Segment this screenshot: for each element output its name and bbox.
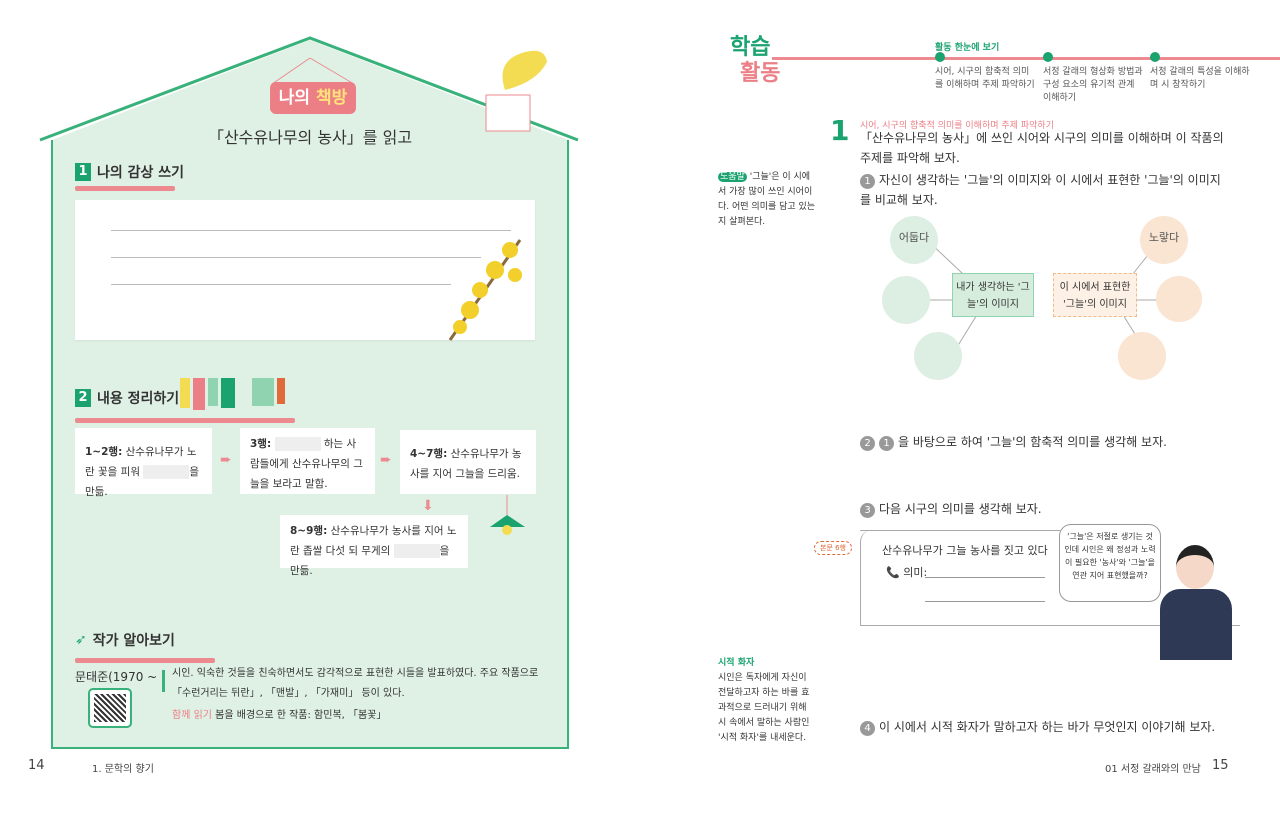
answer-line[interactable] xyxy=(925,577,1045,578)
summary-box-lines-8-9: 8~9행: 산수유나무가 농사를 지어 노란 좁쌀 다섯 되 무게의 을 만듦. xyxy=(280,515,468,577)
summary-box-lines-1-2: 1~2행: 산수유나무가 노란 꽃을 피워 을 만듦. xyxy=(75,428,212,498)
answer-blank[interactable] xyxy=(143,465,190,479)
summary-box-line-3: 3행: 하는 사람들에게 산수유나무의 그늘을 보라고 말함. xyxy=(240,428,375,494)
overview-step: 서정 갈래의 특성을 이해하며 시 창작하기 xyxy=(1150,52,1250,92)
chapter-title-left: 1. 문학의 향기 xyxy=(92,764,154,775)
right-image-bubble[interactable]: 노랗다 xyxy=(1140,216,1188,264)
summary-box-lines-4-7: 4~7행: 산수유나무가 농사를 지어 그늘을 드리움. xyxy=(400,430,536,494)
poem-image-center: 이 시에서 표현한 '그늘'의 이미지 xyxy=(1053,273,1137,317)
verse-box-top xyxy=(860,530,1060,531)
header-line xyxy=(772,57,1280,60)
question-1-text: 「산수유나무의 농사」에 쓰인 시어와 시구의 의미를 이해하며 이 작품의 주… xyxy=(860,131,1224,165)
overview-step: 시어, 시구의 함축적 의미를 이해하며 주제 파악하기 xyxy=(935,52,1035,92)
answer-blank[interactable] xyxy=(393,544,440,558)
my-image-center: 내가 생각하는 '그늘'의 이미지 xyxy=(952,273,1034,317)
author-bio: 시인. 익숙한 것들을 친숙하면서도 감각적으로 표현한 시들을 발표하였다. … xyxy=(172,668,539,699)
speech-bubble: '그늘'은 저절로 생기는 것인데 시인은 왜 정성과 노력이 필요한 '농사'… xyxy=(1059,524,1161,602)
student-photo xyxy=(1160,545,1232,660)
verse-line-tag: 본문 6행 xyxy=(814,541,852,555)
right-image-bubble-empty[interactable] xyxy=(1156,276,1202,322)
overview-label: 활동 한눈에 보기 xyxy=(935,43,1000,53)
lamp-illustration xyxy=(490,495,525,535)
verse-box xyxy=(860,530,1240,626)
right-image-bubble-empty[interactable] xyxy=(1118,332,1166,380)
meaning-label: 📞 의미: xyxy=(886,566,928,579)
answer-blank[interactable] xyxy=(274,437,321,451)
help-note: 도움말 '그늘'은 이 시에서 가장 많이 쓰인 시어이다. 어떤 의미를 담고… xyxy=(718,172,816,227)
left-image-bubble[interactable]: 어둡다 xyxy=(890,216,938,264)
question-number: 1 xyxy=(830,114,850,147)
cornus-flower-illustration xyxy=(448,239,522,341)
my-bookstore-sign: 나의 책방 xyxy=(270,82,356,114)
author-header: ➶작가 알아보기 xyxy=(75,630,215,663)
books-illustration xyxy=(180,378,285,410)
page-number-right: 15 xyxy=(1212,758,1229,773)
divider xyxy=(162,670,165,692)
answer-line[interactable] xyxy=(925,601,1045,602)
page-number-left: 14 xyxy=(28,758,45,773)
overview-step: 서정 갈래의 형상화 방법과 구성 요소의 유기적 관계 이해하기 xyxy=(1043,52,1143,105)
chapter-title-right: 01 서정 갈래와의 만남 xyxy=(1105,764,1201,775)
book-title: 「산수유나무의 농사」를 읽고 xyxy=(207,128,413,147)
left-image-bubble-empty[interactable] xyxy=(882,276,930,324)
author-name: 문태준(1970 ~ ) xyxy=(75,670,166,684)
left-image-bubble-empty[interactable] xyxy=(914,332,962,380)
verse-line: 산수유나무가 그늘 농사를 짓고 있다 xyxy=(882,544,1048,557)
question-subtitle: 시어, 시구의 함축적 의미를 이해하며 주제 파악하기 xyxy=(860,121,1054,131)
reflection-writing-area[interactable] xyxy=(75,200,535,341)
read-together: 함께 읽기 봄을 배경으로 한 작품: 함민복, 「봄꽃」 xyxy=(172,710,387,721)
chimney-smoke xyxy=(502,50,547,90)
arrow-down-icon: ⬇ xyxy=(422,498,434,514)
arrow-right-icon: ➨ xyxy=(380,452,392,468)
qr-code[interactable] xyxy=(88,688,132,728)
arrow-right-icon: ➨ xyxy=(220,452,232,468)
phone-icon: 📞 xyxy=(886,566,900,579)
